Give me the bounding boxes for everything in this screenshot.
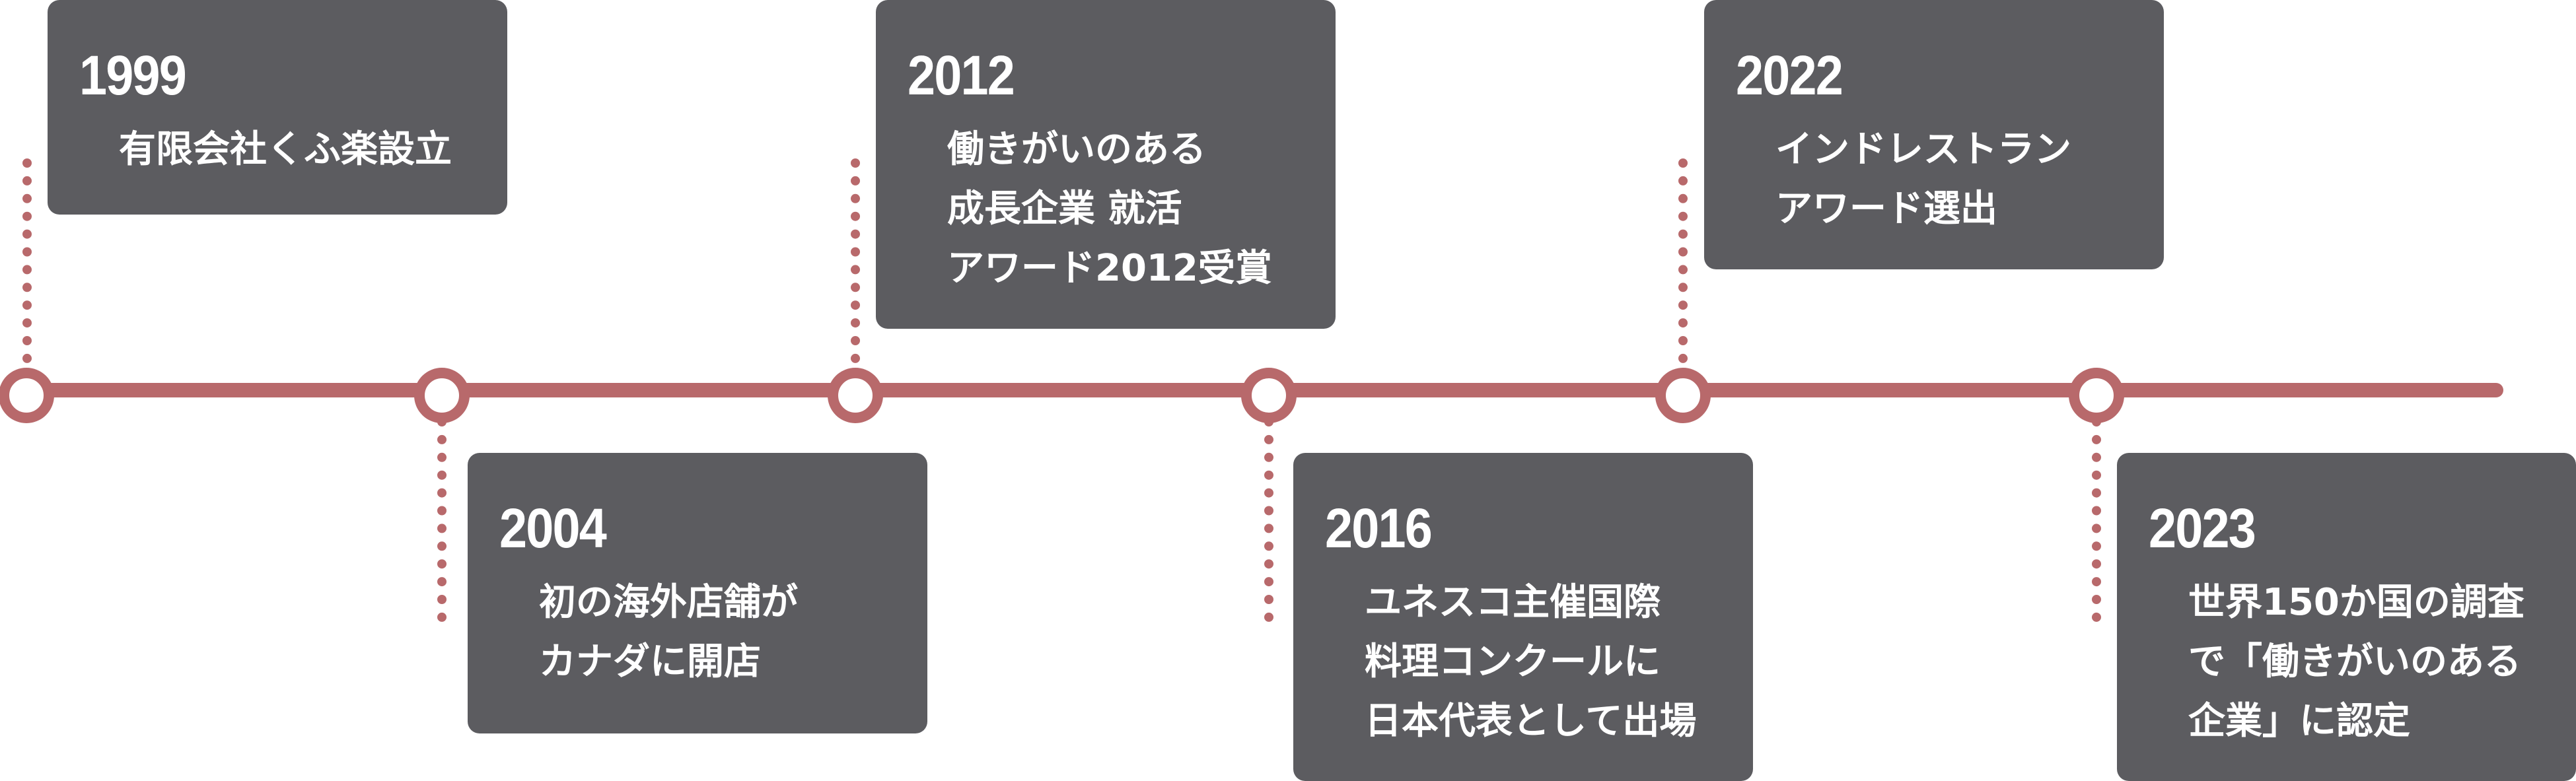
event-description-line: 料理コンクールに [1365, 640, 1661, 683]
event-description-line: で「働きがいのある [2188, 640, 2521, 683]
event-description-line: 世界150か国の調査 [2188, 581, 2524, 624]
connector-2012 [851, 158, 860, 363]
event-card-2004: 2004 初の海外店舗が カナダに開店 [468, 453, 927, 733]
event-card-2023: 2023 世界150か国の調査 で「働きがいのある 企業」に認定 [2117, 453, 2576, 781]
event-card-2012: 2012 働きがいのある 成長企業 就活 アワード2012受賞 [876, 0, 1336, 329]
timeline-node-2012 [828, 368, 883, 423]
connector-2004 [437, 417, 447, 622]
event-description-line: ユネスコ主催国際 [1365, 581, 1661, 624]
event-year: 2012 [908, 44, 1015, 106]
event-description: 有限会社くふ楽設立 [119, 120, 452, 180]
connector-2023 [2092, 417, 2101, 622]
event-description-line: アワード選出 [1775, 187, 1997, 230]
event-description-line: 有限会社くふ楽設立 [119, 128, 452, 171]
event-description-line: アワード2012受賞 [947, 247, 1272, 290]
timeline-node-2004 [414, 368, 470, 423]
event-year: 1999 [79, 44, 187, 106]
connector-1999 [22, 158, 32, 363]
event-description: 世界150か国の調査 で「働きがいのある 企業」に認定 [2188, 573, 2524, 751]
event-description-line: 企業」に認定 [2188, 700, 2410, 743]
event-year: 2004 [499, 497, 607, 559]
event-description-line: 成長企業 就活 [947, 187, 1182, 230]
connector-2022 [1678, 158, 1688, 363]
event-year: 2023 [2149, 497, 2256, 559]
event-description-line: 働きがいのある [947, 128, 1206, 171]
event-card-2022: 2022 インドレストラン アワード選出 [1704, 0, 2164, 269]
event-description-line: 日本代表として出場 [1365, 700, 1697, 743]
timeline-node-2022 [1655, 368, 1711, 423]
event-year: 2022 [1736, 44, 1843, 106]
timeline-node-1999 [0, 368, 54, 423]
timeline-node-2023 [2069, 368, 2124, 423]
event-description-line: インドレストラン [1775, 128, 2071, 171]
event-year: 2016 [1325, 497, 1433, 559]
event-card-1999: 1999 有限会社くふ楽設立 [48, 0, 507, 215]
event-description: ユネスコ主催国際 料理コンクールに 日本代表として出場 [1365, 573, 1696, 751]
connector-2016 [1264, 417, 1273, 622]
event-description-line: カナダに開店 [539, 640, 761, 683]
event-description: 働きがいのある 成長企業 就活 アワード2012受賞 [947, 120, 1272, 298]
event-description: 初の海外店舗が カナダに開店 [539, 573, 798, 692]
event-description: インドレストラン アワード選出 [1775, 120, 2071, 239]
event-card-2016: 2016 ユネスコ主催国際 料理コンクールに 日本代表として出場 [1293, 453, 1753, 781]
event-description-line: 初の海外店舗が [539, 581, 798, 624]
timeline-node-2016 [1241, 368, 1297, 423]
